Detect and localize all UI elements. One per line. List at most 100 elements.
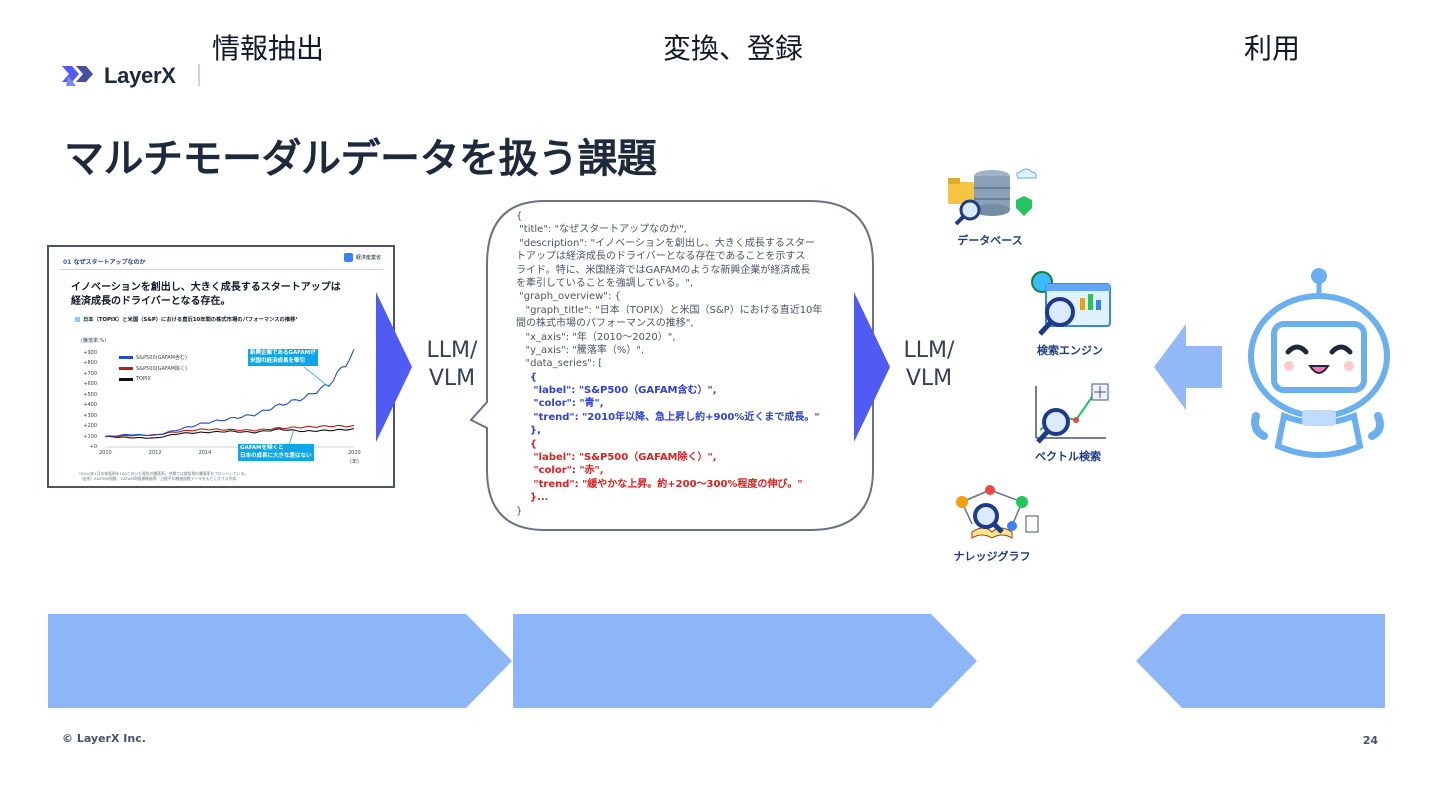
ministry-logo-icon [343, 253, 353, 262]
knowledge-graph-block: ナレッジグラフ [940, 480, 1044, 564]
step-band-3-shape [1136, 614, 1385, 708]
chart-title: 日本（TOPIX）と米国（S&P）における直近10年間の株式市場のパフォーマンス… [75, 315, 298, 323]
vector-search-label: ベクトル検索 [1035, 450, 1101, 463]
search-engine-block: 検索エンジン [1018, 268, 1122, 358]
json-line: { [516, 438, 538, 450]
y-tick-label: +100 [83, 433, 97, 440]
json-line: } [516, 505, 523, 517]
callout-pointer [288, 428, 295, 446]
search-engine-icon [1031, 271, 1111, 336]
json-line: }, [516, 425, 541, 437]
left-arrow-light [1154, 324, 1222, 410]
vector-search-block: ベクトル検索 [1020, 380, 1116, 464]
vector-search-icon [1035, 383, 1109, 444]
legend-swatch-black [119, 377, 133, 381]
legend-swatch-red [119, 367, 133, 370]
step-band-2-label: 変換、登録 [662, 32, 803, 65]
legend-label-2: TOPIX [136, 376, 151, 382]
thumbnail-section-header: 01 なぜスタートアップなのか [63, 257, 145, 266]
line-chart [104, 349, 355, 448]
json-line: { [516, 371, 538, 383]
legend-label-0: S&P500(GAFAM含む) [136, 355, 187, 361]
json-line: "color": "赤", [516, 465, 604, 477]
note-line-1: *2010年1月の各銘柄を100とおいた場合の騰落率。中期では前銘柄の騰落率をプ… [79, 471, 249, 476]
legend-item-1: S&P500(GAFAM除く) [119, 365, 187, 372]
section-title: なぜスタートアップなのか [73, 259, 146, 266]
step-band-1-shape [48, 614, 512, 708]
llm-label-2-line-2: VLM [905, 366, 953, 391]
chart-title-marker [75, 316, 80, 322]
extracted-json: { "title": "なぜスタートアップなのか", "description"… [516, 210, 846, 518]
json-line: "graph_title": "日本（TOPIX）と米国（S&P）における直近1… [516, 304, 823, 316]
triangle-arrow-2 [854, 292, 890, 442]
triangle-arrow-1 [376, 292, 412, 442]
knowledge-graph-label: ナレッジグラフ [953, 550, 1031, 563]
brand-name: LayerX [104, 63, 176, 88]
ministry-logo-text: 経済産業省 [355, 255, 381, 261]
json-line: "title": "なぜスタートアップなのか", [516, 224, 687, 236]
json-line: "y_axis": "騰落率（%）", [516, 344, 645, 356]
json-line: "label": "S&P500（GAFAM除く）", [516, 452, 717, 464]
json-line: "trend": "2010年以降、急上昇し約+900%近くまで成長。" [516, 411, 820, 423]
json-line: "trend": "緩やかな上昇。約+200〜300%程度の伸び。" [516, 478, 803, 490]
thumbnail-notes: *2010年1月の各銘柄を100とおいた場合の騰落率。中期では前銘柄の騰落率をプ… [79, 471, 248, 481]
legend-item-0: S&P500(GAFAM含む) [119, 354, 187, 361]
json-line: トアップは経済成長のドライバーとなる存在であることを示すス [516, 251, 806, 263]
section-number: 01 [63, 259, 72, 266]
series-line [104, 349, 355, 438]
callout-bottom-line-2: 日本の成長に大きな差はない [240, 452, 312, 459]
llm-label-1-line-2: VLM [428, 366, 476, 391]
search-engine-label: 検索エンジン [1037, 344, 1103, 357]
x-tick-label: 2010 [99, 450, 112, 456]
thumbnail-divider [59, 269, 383, 270]
y-tick-label: +0 [89, 444, 97, 450]
legend-swatch-blue [119, 356, 133, 359]
database-label: データベース [957, 234, 1023, 247]
chart-title-text: 日本（TOPIX）と米国（S&P）における直近10年間の株式市場のパフォーマンス… [83, 317, 298, 323]
note-line-2: （出所）S&P500指数、GAFAM四指標株価等、日経平均株価指数データをもとに… [79, 476, 237, 481]
callout-bottom-line-1: GAFAMを除くと [240, 445, 284, 451]
robot-icon [1248, 268, 1390, 458]
json-line: "graph_overview": { [516, 291, 621, 303]
y-tick-label: +500 [83, 391, 97, 398]
json-line: "x_axis": "年（2010〜2020）", [516, 331, 676, 343]
llm-vlm-label-2: LLM/ VLM [897, 337, 961, 393]
json-line: "color": "青", [516, 398, 604, 410]
layerx-logo-icon [62, 66, 93, 86]
json-line: "data_series": [ [516, 358, 603, 370]
llm-label-2-line-1: LLM/ [903, 338, 955, 363]
database-icon [948, 168, 1037, 226]
legend-item-2: TOPIX [119, 376, 151, 382]
step-band-2-shape [513, 614, 977, 708]
x-unit-label: (年) [350, 459, 359, 465]
knowledge-graph-icon [956, 485, 1039, 539]
step-band-1-label: 情報抽出 [211, 32, 324, 65]
copyright: © LayerX Inc. [62, 732, 146, 745]
page-title: マルチモーダルデータを扱う課題 [64, 136, 657, 182]
database-block: データベース [940, 164, 1040, 248]
json-line: }... [516, 492, 549, 504]
y-tick-label: +700 [83, 370, 97, 377]
callout-top-line-1: 新興企業であるGAFAMが [250, 350, 316, 356]
json-line: ライド。特に、米国経済ではGAFAMのような新興企業が経済成長 [516, 264, 811, 276]
headline-line-2: 経済成長のドライバーとなる存在。 [71, 296, 231, 307]
json-line: 間の株式市場のパフォーマンスの推移", [516, 318, 694, 330]
json-line: { [516, 211, 523, 222]
y-tick-label: +200 [83, 423, 97, 430]
json-line: "label": "S&P500（GAFAM含む）", [516, 385, 717, 397]
callout-gafam-growth: 新興企業であるGAFAMが 米国の経済成長を牽引 [248, 349, 318, 366]
chart-ylabel: (騰落率,%) [81, 338, 107, 344]
y-tick-label: +900 [83, 350, 97, 356]
series-line [104, 427, 355, 439]
thumbnail-headline: イノベーションを創出し、大きく成長するスタートアップは 経済成長のドライバーとな… [71, 281, 381, 309]
headline-line-1: イノベーションを創出し、大きく成長するスタートアップは [71, 282, 341, 293]
callout-top-line-2: 米国の経済成長を牽引 [250, 357, 306, 364]
page-number: 24 [1362, 734, 1378, 747]
x-tick-label: 2012 [148, 450, 162, 456]
json-line: "description": "イノベーションを創出し、大きく成長するスター [516, 237, 815, 249]
slide-thumbnail: 01 なぜスタートアップなのか 経済産業省 イノベーションを創出し、大きく成長す… [47, 245, 395, 488]
callout-japan-gap: GAFAMを除くと 日本の成長に大きな差はない [238, 444, 314, 461]
logo-divider [198, 64, 200, 86]
y-tick-label: +300 [83, 412, 97, 419]
llm-vlm-label-1: LLM/ VLM [420, 337, 484, 393]
